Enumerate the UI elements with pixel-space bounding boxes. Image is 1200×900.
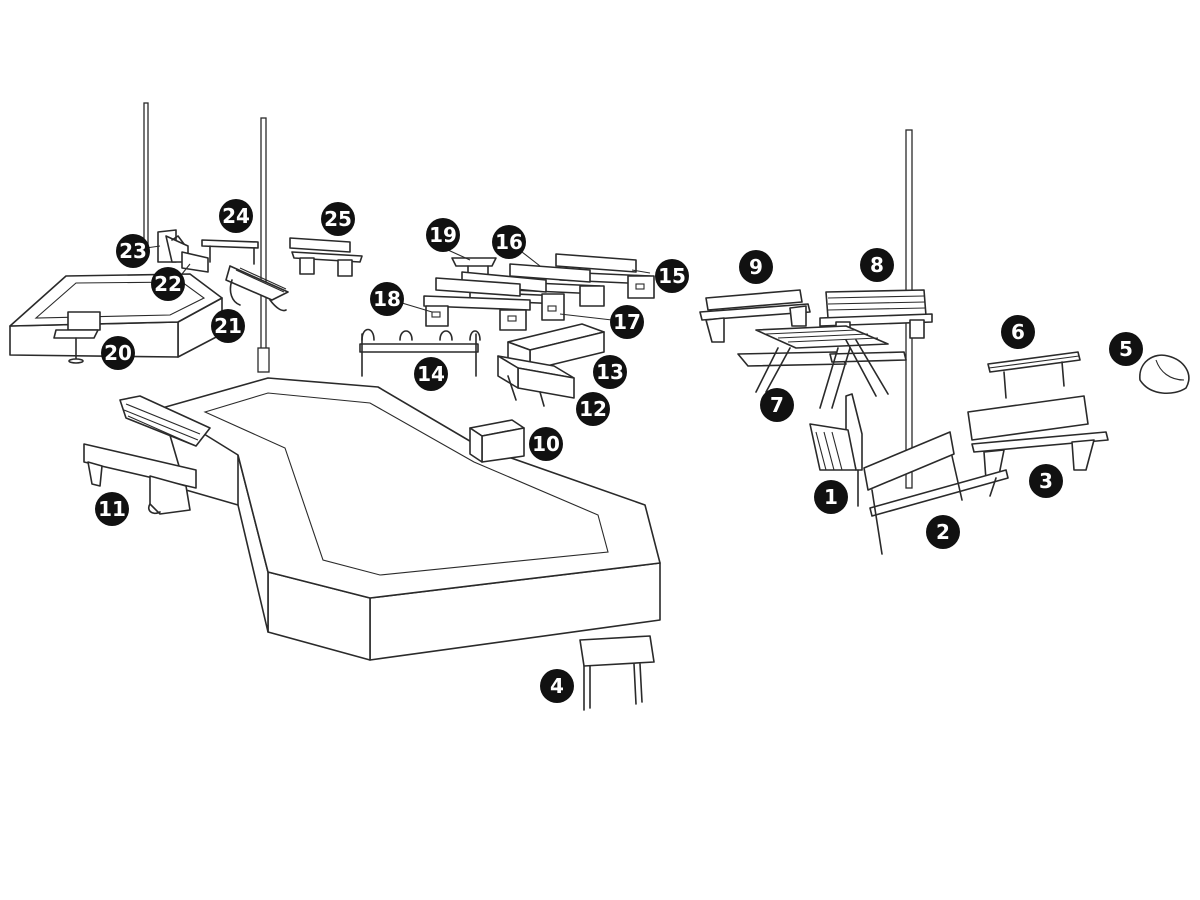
svg-text:2: 2 [936, 520, 950, 544]
svg-text:17: 17 [613, 310, 641, 334]
item-18-bench [423, 277, 531, 331]
svg-text:24: 24 [222, 204, 250, 228]
callout-12: 12 [576, 392, 610, 426]
svg-text:15: 15 [658, 264, 686, 288]
svg-text:21: 21 [214, 314, 242, 338]
item-2-bench [863, 431, 1009, 555]
svg-text:18: 18 [373, 287, 401, 311]
callout-25: 25 [321, 202, 355, 236]
svg-text:13: 13 [596, 360, 624, 384]
callout-24: 24 [219, 199, 253, 233]
svg-text:6: 6 [1011, 320, 1025, 344]
svg-text:1: 1 [824, 485, 838, 509]
item-4-stool [579, 635, 655, 711]
callout-17: 17 [610, 305, 644, 339]
svg-text:11: 11 [98, 497, 126, 521]
callout-16: 16 [492, 225, 526, 259]
callout-4: 4 [540, 669, 574, 703]
callout-21: 21 [211, 309, 245, 343]
item-21-lounge-chair [225, 265, 289, 312]
item-6-backless-bench [987, 351, 1081, 399]
callout-19: 19 [426, 218, 460, 252]
item-14-bike-rack [359, 328, 481, 377]
callout-5: 5 [1109, 332, 1143, 366]
item-11-bench [83, 395, 211, 515]
leader-lines [145, 245, 651, 321]
callout-18: 18 [370, 282, 404, 316]
svg-text:10: 10 [532, 432, 560, 456]
svg-text:25: 25 [324, 207, 352, 231]
callout-13: 13 [593, 355, 627, 389]
item-9-bench [699, 289, 811, 343]
callout-10: 10 [529, 427, 563, 461]
item-12-stone-bench [497, 355, 575, 407]
callout-3: 3 [1029, 464, 1063, 498]
svg-text:5: 5 [1119, 337, 1133, 361]
item-22-23-equipment [157, 229, 209, 273]
item-5-boulder [1139, 354, 1190, 395]
callout-9: 9 [739, 250, 773, 284]
svg-text:20: 20 [104, 341, 132, 365]
svg-text:4: 4 [550, 674, 564, 698]
svg-text:22: 22 [154, 272, 182, 296]
svg-text:16: 16 [495, 230, 523, 254]
item-10-cube-seat [469, 419, 525, 463]
callout-7: 7 [760, 388, 794, 422]
item-3-bench [967, 395, 1109, 481]
item-25-bench [289, 237, 363, 277]
callout-11: 11 [95, 492, 129, 526]
callout-15: 15 [655, 259, 689, 293]
large-hexagonal-planter [161, 377, 661, 661]
svg-text:8: 8 [870, 253, 884, 277]
svg-text:3: 3 [1039, 469, 1053, 493]
callout-22: 22 [151, 267, 185, 301]
callout-20: 20 [101, 336, 135, 370]
callout-2: 2 [926, 515, 960, 549]
callout-8: 8 [860, 248, 894, 282]
item-13-block-bench [507, 323, 605, 371]
pole-left [143, 102, 149, 249]
svg-text:23: 23 [119, 239, 147, 263]
svg-text:7: 7 [770, 393, 784, 417]
svg-text:14: 14 [417, 362, 445, 386]
svg-text:19: 19 [429, 223, 457, 247]
callout-14: 14 [414, 357, 448, 391]
item-7-picnic-table [737, 325, 907, 409]
callout-23: 23 [116, 234, 150, 268]
svg-text:12: 12 [579, 397, 607, 421]
callout-1: 1 [814, 480, 848, 514]
pole-center-left [257, 117, 270, 373]
svg-text:9: 9 [749, 255, 763, 279]
item-1-chair [809, 393, 863, 507]
item-24-table [201, 239, 259, 265]
item-20-pedestal-seat [53, 311, 101, 364]
callout-6: 6 [1001, 315, 1035, 349]
